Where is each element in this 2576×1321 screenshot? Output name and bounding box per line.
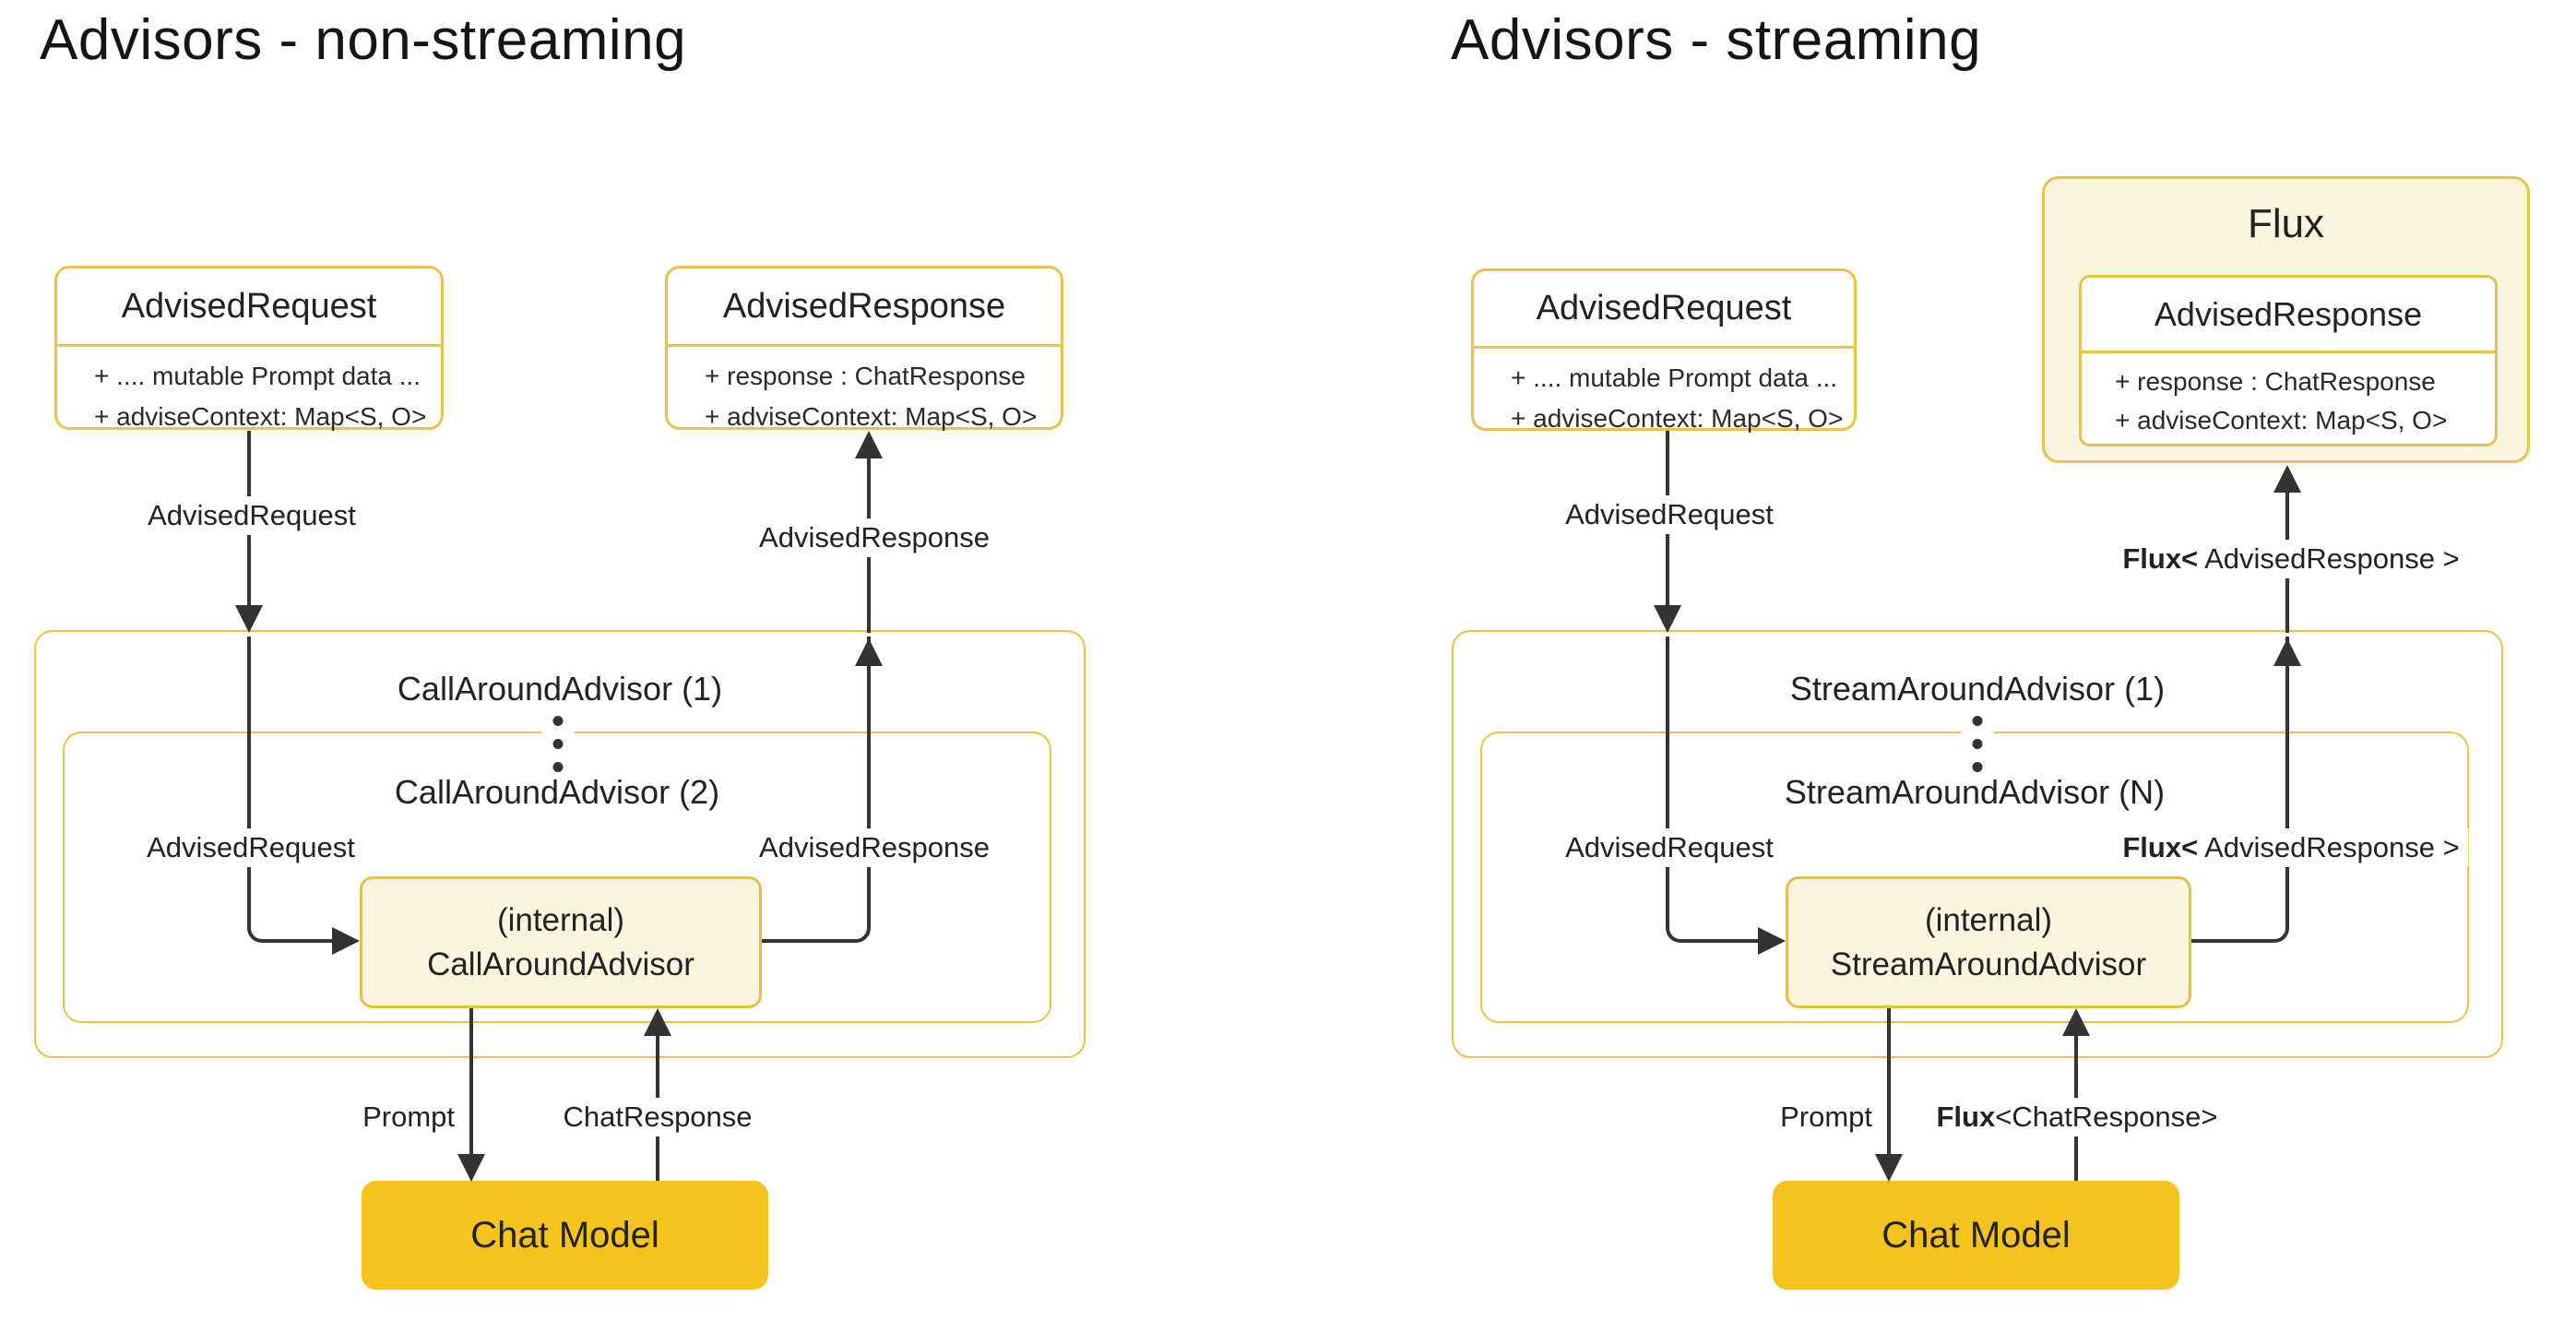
left-label-response-mid: AdvisedResponse <box>750 828 999 867</box>
right-label-flux-response-top-bold: Flux< <box>2122 542 2199 575</box>
right-label-request-top: AdvisedRequest <box>1556 495 1783 534</box>
right-chat-model-label: Chat Model <box>1882 1214 2071 1256</box>
right-advised-request-box: AdvisedRequest + .... mutable Prompt dat… <box>1471 268 1857 433</box>
right-label-request-mid: AdvisedRequest <box>1556 828 1783 867</box>
left-response-elbow <box>762 637 871 943</box>
right-request-arrowhead-down <box>1654 605 1681 633</box>
right-prompt-arrowhead <box>1875 1154 1903 1182</box>
left-request-arrowhead-down <box>235 605 263 633</box>
left-advised-request-line2: + adviseContext: Map<S, O> <box>94 402 427 431</box>
left-ellipsis-dots <box>541 708 575 780</box>
left-label-request-top: AdvisedRequest <box>138 496 365 535</box>
right-label-prompt: Prompt <box>1771 1098 1882 1137</box>
left-advised-request-line1: + .... mutable Prompt data ... <box>94 362 421 390</box>
left-label-chat-response: ChatResponse <box>553 1098 762 1137</box>
right-internal-advisor-box: (internal) StreamAroundAdvisor <box>1786 876 2191 1008</box>
right-request-arrowhead-right <box>1758 927 1786 955</box>
left-internal-line1: (internal) <box>496 901 625 938</box>
left-advised-response-body: + response : ChatResponse + adviseContex… <box>668 347 1061 437</box>
dot <box>1972 739 1983 749</box>
left-internal-advisor-box: (internal) CallAroundAdvisor <box>360 876 762 1008</box>
right-advised-response-title: AdvisedResponse <box>2082 278 2495 353</box>
right-request-elbow <box>1666 637 1758 943</box>
dot <box>1972 716 1983 726</box>
left-advised-response-line2: + adviseContext: Map<S, O> <box>705 402 1038 431</box>
left-chatresponse-arrowhead <box>644 1008 671 1036</box>
right-advised-request-line1: + .... mutable Prompt data ... <box>1511 363 1838 392</box>
left-diagram-title: Advisors - non-streaming <box>40 8 687 72</box>
left-advised-response-box: AdvisedResponse + response : ChatRespons… <box>665 266 1063 431</box>
left-label-request-mid: AdvisedRequest <box>137 828 364 867</box>
dot <box>1972 762 1983 772</box>
right-label-flux-response-top: Flux< AdvisedResponse > <box>2113 540 2469 578</box>
left-advised-request-body: + .... mutable Prompt data ... + adviseC… <box>57 347 441 437</box>
left-advised-response-title: AdvisedResponse <box>668 268 1061 347</box>
left-chat-model-label: Chat Model <box>470 1214 659 1256</box>
left-advised-request-title: AdvisedRequest <box>57 268 441 347</box>
right-flux-box: Flux AdvisedResponse + response : ChatRe… <box>2042 176 2530 463</box>
right-outer-advisor-title: StreamAroundAdvisor (1) <box>1789 670 2166 708</box>
left-outer-advisor-title: CallAroundAdvisor (1) <box>397 670 723 708</box>
right-advised-response-line1: + response : ChatResponse <box>2115 367 2436 396</box>
dot <box>552 739 564 749</box>
right-response-elbow <box>2191 637 2289 943</box>
left-advised-request-box: AdvisedRequest + .... mutable Prompt dat… <box>54 266 444 431</box>
right-internal-line2: StreamAroundAdvisor <box>1830 946 2147 982</box>
left-prompt-arrow-line <box>469 1008 473 1156</box>
right-label-flux-chat-response-bold: Flux <box>1936 1101 1996 1133</box>
right-advised-request-line2: + adviseContext: Map<S, O> <box>1511 404 1844 433</box>
right-label-flux-chat-response: Flux<ChatResponse> <box>1927 1098 2227 1137</box>
right-advised-request-body: + .... mutable Prompt data ... + adviseC… <box>1474 349 1854 439</box>
right-label-flux-response-top-rest: AdvisedResponse > <box>2198 542 2460 575</box>
left-chat-model-box: Chat Model <box>362 1181 768 1290</box>
right-label-flux-response-mid-bold: Flux< <box>2122 831 2199 863</box>
right-diagram-title: Advisors - streaming <box>1451 8 1982 72</box>
right-chat-model-box: Chat Model <box>1773 1181 2179 1290</box>
left-internal-line2: CallAroundAdvisor <box>427 946 694 982</box>
left-outer-advisor-box <box>34 630 1086 1058</box>
left-request-arrowhead-right <box>332 927 360 955</box>
left-request-elbow <box>247 637 332 943</box>
right-label-flux-response-mid-rest: AdvisedResponse > <box>2198 831 2460 863</box>
right-label-flux-chat-response-rest: <ChatResponse> <box>1995 1101 2218 1133</box>
right-flux-title: Flux <box>2247 201 2325 246</box>
left-response-arrowhead-up <box>855 431 883 458</box>
left-label-response-top: AdvisedResponse <box>750 518 999 557</box>
right-ellipsis-dots <box>1961 708 1994 780</box>
right-advised-request-title: AdvisedRequest <box>1474 271 1854 349</box>
dot <box>552 762 564 772</box>
right-label-flux-response-mid: Flux< AdvisedResponse > <box>2113 828 2469 867</box>
right-outer-advisor-box <box>1452 630 2503 1058</box>
left-prompt-arrowhead <box>457 1154 485 1182</box>
right-response-arrowhead-up <box>2273 465 2301 493</box>
left-advised-response-line1: + response : ChatResponse <box>705 362 1026 390</box>
right-internal-line1: (internal) <box>1924 901 2053 938</box>
right-advised-response-box: AdvisedResponse + response : ChatRespons… <box>2079 275 2498 446</box>
right-prompt-arrow-line <box>1887 1008 1891 1156</box>
right-fluxchat-arrowhead <box>2062 1008 2090 1036</box>
right-advised-response-line2: + adviseContext: Map<S, O> <box>2115 406 2448 434</box>
left-label-prompt: Prompt <box>353 1098 464 1137</box>
dot <box>552 716 564 726</box>
left-response-arrowhead-inner <box>855 638 883 666</box>
right-advised-response-body: + response : ChatResponse + adviseContex… <box>2082 353 2495 440</box>
right-response-arrowhead-inner <box>2273 638 2301 666</box>
